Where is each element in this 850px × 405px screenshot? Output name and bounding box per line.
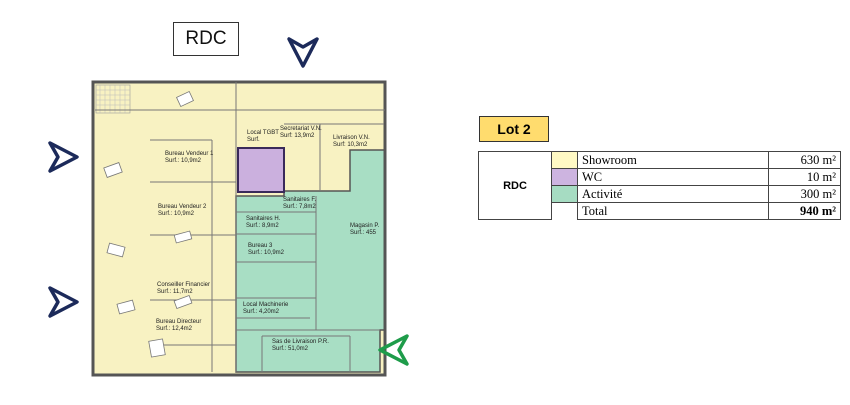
wc-zone <box>237 147 285 193</box>
room-area-label: Surf: 13,9m2 <box>280 133 315 139</box>
row-area: 300 m² <box>768 185 841 203</box>
room-name-label: Magasin P. <box>350 223 380 229</box>
room-name-label: Local Machinerie <box>243 302 289 308</box>
room-area-label: Surf.: 8,9m2 <box>246 223 279 229</box>
lot-area-table: RDC Showroom 630 m² WC 10 m² Activité 30… <box>478 151 841 220</box>
room-area-label: Surf.: 11,7m2 <box>157 289 193 295</box>
room-area-label: Surf.: 51,0m2 <box>272 346 309 352</box>
wc-swatch <box>551 168 578 186</box>
room-name-label: Bureau Vendeur 1 <box>165 151 214 157</box>
table-row: RDC Showroom 630 m² <box>478 151 841 220</box>
row-area: 630 m² <box>768 151 841 169</box>
room-name-label: Sanitaires H. <box>246 216 281 222</box>
room-name-label: Livraison V.N. <box>333 135 370 141</box>
room-name-label: Secretariat V.N. <box>280 126 322 132</box>
entrance-arrow-top-icon <box>287 37 319 68</box>
room-name-label: Sas de Livraison P.R. <box>272 339 329 345</box>
room-name-label: Conseiller Financier <box>157 282 210 288</box>
floor-cell: RDC <box>478 151 552 220</box>
total-row: Total 940 m² <box>479 202 841 220</box>
total-label: Total <box>577 202 769 220</box>
showroom-swatch <box>551 151 578 169</box>
entrance-arrow-left-upper-icon <box>48 141 79 173</box>
interior-walls <box>95 82 385 372</box>
room-area-label: Surf.: 10,9m2 <box>158 211 195 217</box>
room-area-label: Surf: 10,3m2 <box>333 142 368 148</box>
furniture <box>103 90 194 358</box>
delivery-arrow-icon <box>378 334 409 366</box>
total-area: 940 m² <box>768 202 841 220</box>
room-area-label: Surf. <box>247 137 260 143</box>
entrance-arrow-left-lower-icon <box>48 286 79 318</box>
room-area-label: Surf.: 12,4m2 <box>156 326 193 332</box>
room-name-label: Bureau Vendeur 2 <box>158 204 207 210</box>
activite-swatch <box>551 185 578 203</box>
hatched-stair <box>95 84 131 114</box>
room-name-label: Local TGBT <box>247 130 279 136</box>
outer-wall <box>91 80 387 377</box>
room-name-label: Bureau 3 <box>248 243 273 249</box>
row-name: Activité <box>577 185 769 203</box>
room-area-label: Surf.: 7,8m2 <box>283 204 316 210</box>
room-area-label: Surf.: 4,20m2 <box>243 309 280 315</box>
room-area-label: Surf.: 455 <box>350 230 377 236</box>
table-row: Activité 300 m² <box>479 185 841 203</box>
row-area: 10 m² <box>768 168 841 186</box>
total-spacer <box>551 202 578 220</box>
room-name-label: Sanitaires F. <box>283 197 316 203</box>
lot-title: Lot 2 <box>479 116 549 142</box>
room-area-label: Surf.: 10,9m2 <box>165 158 202 164</box>
room-name-label: Bureau Directeur <box>156 319 201 325</box>
room-area-label: Surf.: 10,9m2 <box>248 250 285 256</box>
row-name: Showroom <box>577 151 769 169</box>
floor-label: RDC <box>173 22 239 56</box>
row-name: WC <box>577 168 769 186</box>
